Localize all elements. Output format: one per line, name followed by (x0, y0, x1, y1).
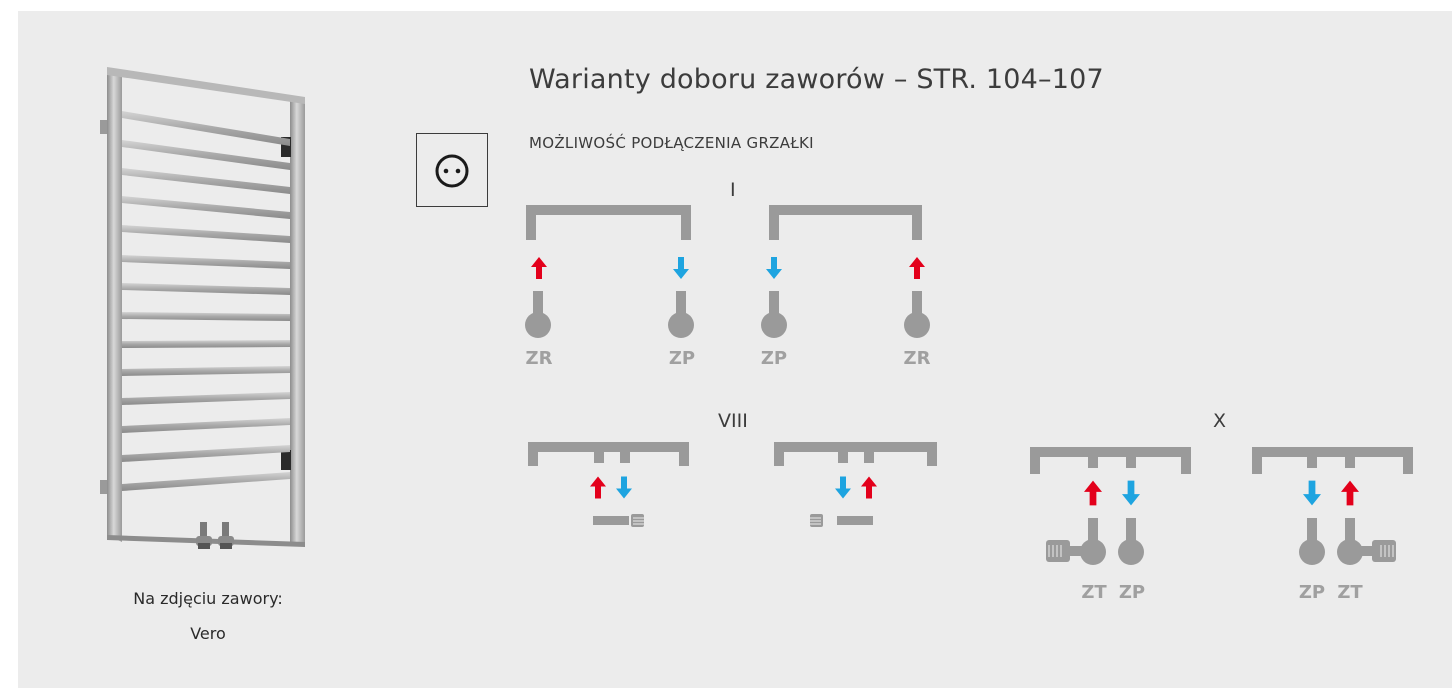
valve-icon (1337, 518, 1363, 565)
valve-icon (904, 291, 930, 338)
supply-arrow-icon (909, 257, 925, 279)
diagram-label-zp: ZP (1119, 582, 1145, 603)
variant-i-diagram-a: ZR ZP (525, 210, 695, 369)
return-arrow-icon (1122, 481, 1140, 506)
return-arrow-icon (616, 477, 632, 499)
thermostat-head-icon (1372, 540, 1396, 562)
return-arrow-icon (1303, 481, 1321, 506)
diagram-label-zp: ZP (669, 348, 695, 369)
variant-x-diagram-b: ZP ZT (1257, 452, 1408, 603)
valve-icon (1118, 518, 1144, 565)
valve-icon (1080, 518, 1106, 565)
diagram-label-zp: ZP (1299, 582, 1325, 603)
return-arrow-icon (835, 477, 851, 499)
variant-viii-diagram-a (533, 447, 684, 527)
supply-arrow-icon (1341, 481, 1359, 506)
return-arrow-icon (766, 257, 782, 279)
variant-x-diagram-a: ZT ZP (1035, 452, 1186, 603)
valve-icon (761, 291, 787, 338)
thermostat-head-icon (1046, 540, 1070, 562)
supply-arrow-icon (861, 477, 877, 499)
valve-icon (668, 291, 694, 338)
diagram-label-zr: ZR (904, 348, 931, 369)
supply-arrow-icon (1084, 481, 1102, 506)
return-arrow-icon (673, 257, 689, 279)
supply-arrow-icon (590, 477, 606, 499)
valve-icon (525, 291, 551, 338)
diagram-label-zt: ZT (1337, 582, 1363, 603)
diagram-label-zr: ZR (526, 348, 553, 369)
diagram-label-zt: ZT (1081, 582, 1107, 603)
diagram-label-zp: ZP (761, 348, 787, 369)
supply-arrow-icon (531, 257, 547, 279)
valve-icon (1299, 518, 1325, 565)
variant-viii-diagram-b (779, 447, 932, 527)
variant-i-diagram-b: ZP ZR (761, 210, 931, 369)
